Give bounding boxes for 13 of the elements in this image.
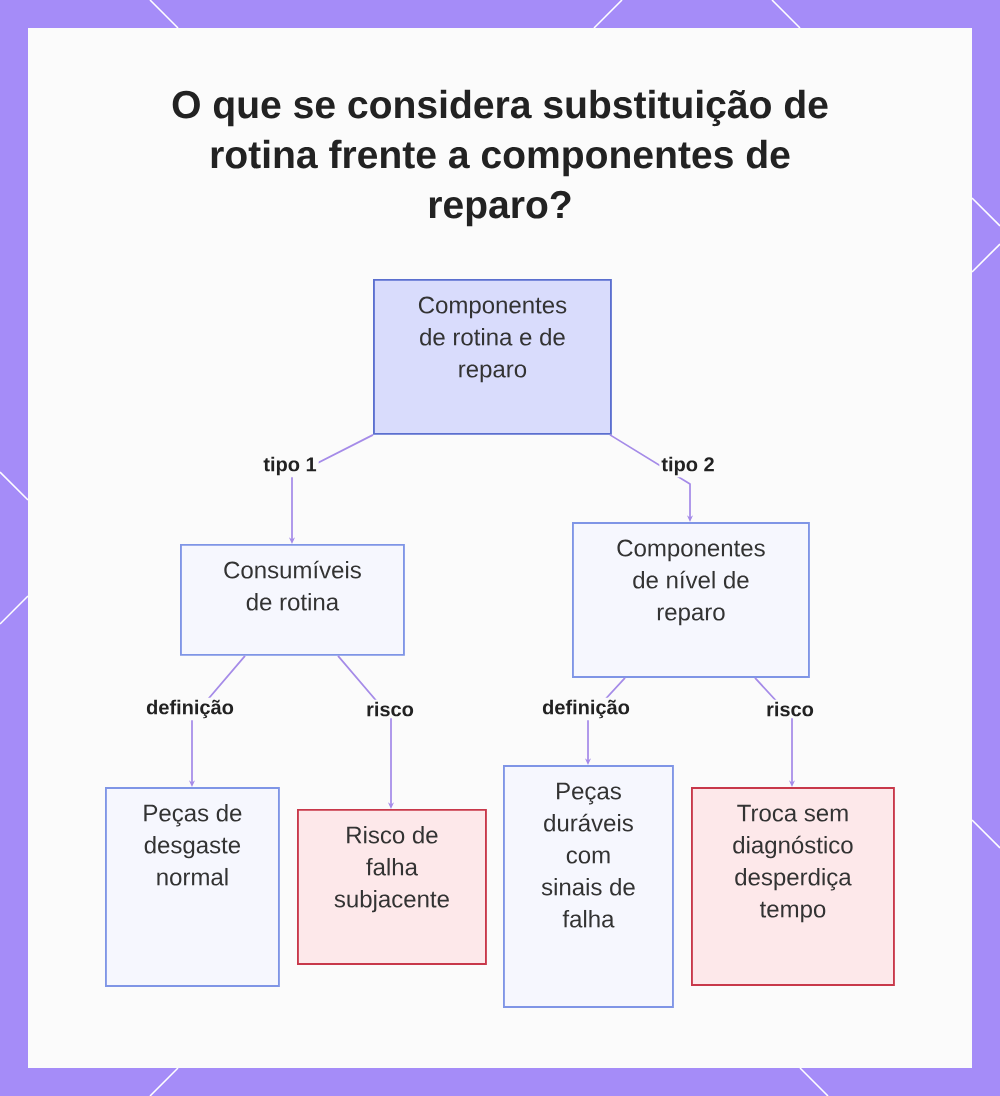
category-box: Componentes de nível de reparo: [572, 522, 810, 678]
definition-box: Peças de desgaste normal: [105, 787, 280, 987]
edge-label: definição: [144, 697, 236, 721]
edge-label: definição: [540, 697, 632, 721]
category-box: Consumíveis de rotina: [180, 544, 405, 656]
arrow: [337, 655, 395, 809]
edge-label: tipo 2: [659, 454, 717, 478]
edge-label: tipo 1: [261, 454, 319, 478]
definition-box: Peças duráveis com sinais de falha: [503, 765, 674, 1008]
title: O que se considera substituição de rotina frente a componentes de reparo?: [172, 89, 828, 227]
risk-box: Troca sem diagnóstico desperdiça tempo: [691, 787, 895, 986]
root-box: Componentes de rotina e de reparo: [373, 279, 612, 435]
risk-box: Risco de falha subjacente: [297, 809, 487, 965]
